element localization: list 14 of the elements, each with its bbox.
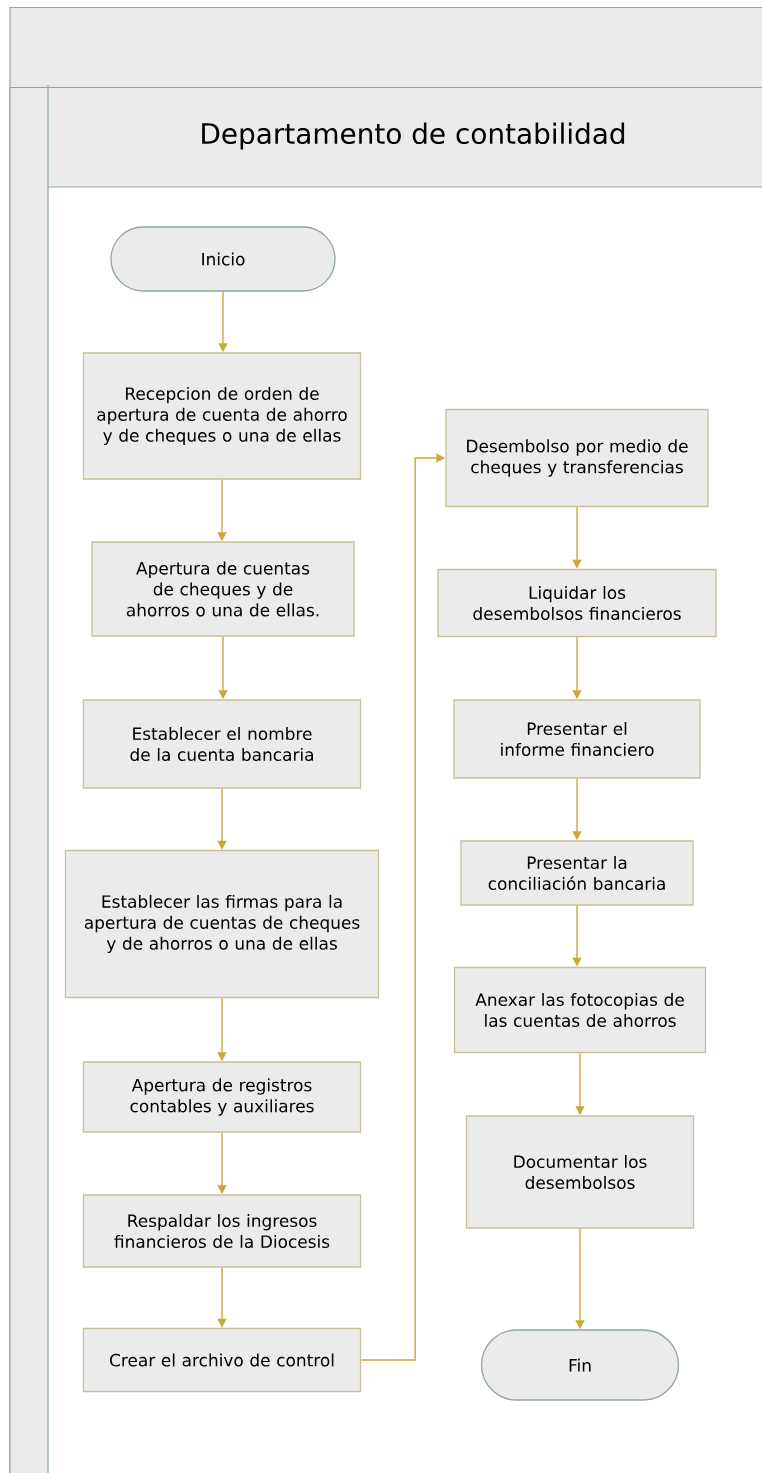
process-box: Establecer las firmas para la apertura de cuentas de cheques y de ahorros o una de ellas	[64, 849, 380, 999]
process-box: Crear el archivo de control	[82, 1327, 362, 1393]
process-box: Presentar el informe financiero	[453, 699, 701, 779]
process-box: Desembolso por medio de cheques y transferencias	[445, 408, 709, 508]
process-box: Liquidar los desembolsos financieros	[437, 568, 717, 638]
process-box: Recepcion de orden de apertura de cuenta de ahorro y de cheques o una de ellas	[82, 352, 362, 480]
process-box: Apertura de registros contables y auxiliares	[82, 1061, 362, 1133]
process-box: Anexar las fotocopias de las cuentas de ahorros	[453, 966, 707, 1054]
process-box: Apertura de cuentas de cheques y de ahorros o una de ellas.	[91, 541, 355, 637]
process-box: Establecer el nombre de la cuenta bancaria	[82, 699, 362, 789]
process-box: Presentar la conciliación bancaria	[460, 840, 694, 906]
process-box: Respaldar los ingresos financieros de la Diocesis	[82, 1194, 362, 1268]
process-box: Documentar los desembolsos	[465, 1115, 695, 1229]
node-label: Departamento de contabilidad	[202, 122, 625, 150]
